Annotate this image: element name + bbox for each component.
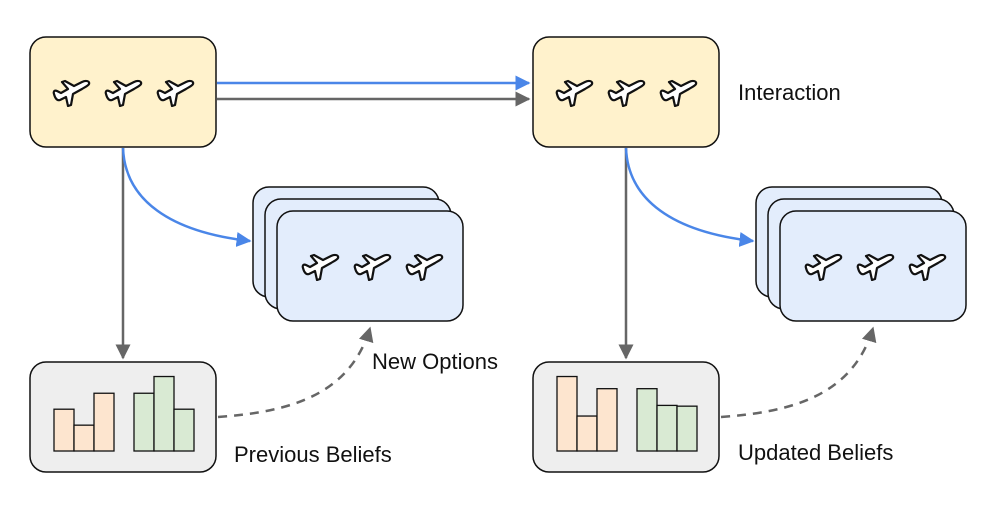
edges-layer [115, 75, 877, 419]
dashed-arrow-beliefs-to-options [217, 326, 374, 419]
interaction-label: Interaction [738, 80, 841, 105]
arrow-to-options [121, 147, 252, 247]
interaction-node [532, 36, 720, 148]
options-node [252, 186, 464, 322]
belief-bar [53, 408, 75, 452]
new-options-label: New Options [372, 349, 498, 374]
previous-beliefs-label: Previous Beliefs [234, 442, 392, 467]
beliefs-node [532, 361, 720, 473]
updated-beliefs-label: Updated Beliefs [738, 440, 894, 465]
options-node [755, 186, 967, 322]
dashed-arrow-beliefs-to-options [720, 326, 877, 419]
belief-bar [173, 408, 195, 452]
belief-bar [133, 392, 155, 452]
belief-bar [93, 392, 115, 452]
belief-bar [73, 424, 95, 452]
belief-bar [676, 405, 698, 452]
belief-bar [153, 375, 175, 452]
interaction-node [29, 36, 217, 148]
belief-bar [576, 415, 598, 452]
stage-2 [532, 36, 967, 473]
belief-bar [596, 388, 618, 452]
belief-bar [656, 404, 678, 452]
stage-1 [29, 36, 464, 473]
belief-bar [556, 375, 578, 452]
arrow-to-options [624, 147, 755, 247]
nodes-layer [29, 36, 967, 473]
belief-bar [636, 388, 658, 452]
beliefs-node [29, 361, 217, 473]
